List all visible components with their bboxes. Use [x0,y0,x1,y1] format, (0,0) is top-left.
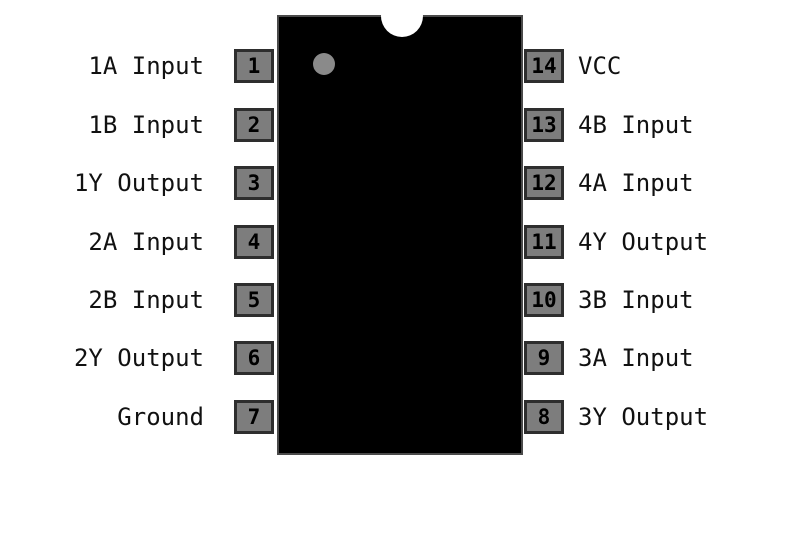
pin-8: 8 [524,400,564,434]
pin1-marker-dot [313,53,335,75]
pin-4-label: 2A Input [88,228,204,256]
ic-chip-body [277,0,523,455]
pin-3-label: 1Y Output [73,169,204,197]
pin-6-label: 2Y Output [73,344,204,372]
pin-3: 3 [234,166,274,200]
pin-11: 11 [524,225,564,259]
pin-2-label: 1B Input [88,111,204,139]
pin-9: 9 [524,341,564,375]
pin-12-label: 4A Input [578,169,694,197]
pin-10: 10 [524,283,564,317]
pin-2: 2 [234,108,274,142]
pin-10-label: 3B Input [578,286,694,314]
pin-5: 5 [234,283,274,317]
pin-14-label: VCC [578,52,622,80]
pin-11-label: 4Y Output [578,228,709,256]
pin-1: 1 [234,49,274,83]
pin-7: 7 [234,400,274,434]
pin-4: 4 [234,225,274,259]
pin-12: 12 [524,166,564,200]
pin-6: 6 [234,341,274,375]
pin-7-label: Ground [117,403,204,431]
pin-5-label: 2B Input [88,286,204,314]
pin-8-label: 3Y Output [578,403,709,431]
pin-14: 14 [524,49,564,83]
pin-9-label: 3A Input [578,344,694,372]
pin-13: 13 [524,108,564,142]
pin-1-label: 1A Input [88,52,204,80]
orientation-notch [381,0,423,37]
pin-13-label: 4B Input [578,111,694,139]
